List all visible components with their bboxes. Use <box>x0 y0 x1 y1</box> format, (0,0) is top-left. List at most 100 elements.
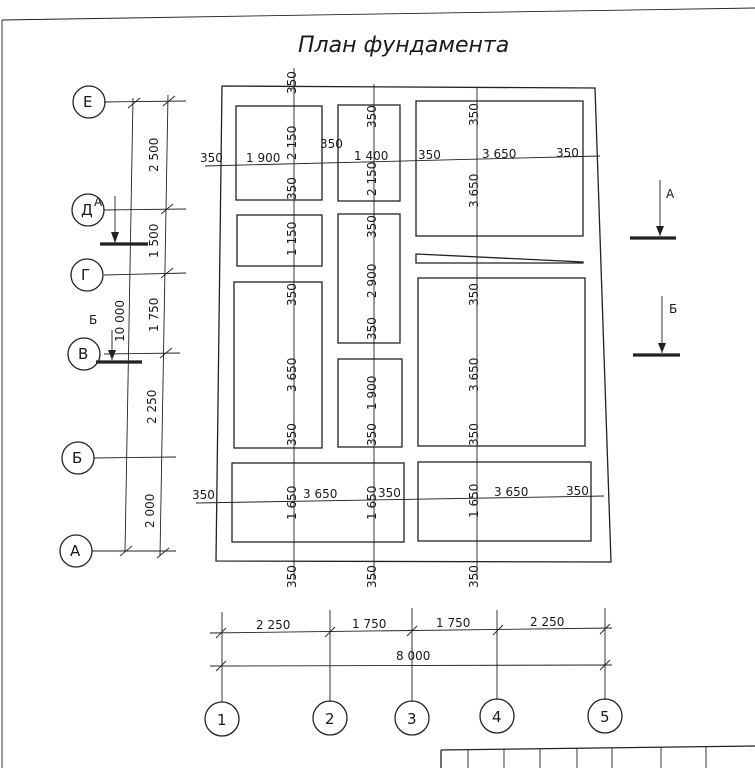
opening-d-1 <box>236 214 323 267</box>
dim-line-row1 <box>204 155 601 167</box>
dim-c2-d: 2 900 <box>365 264 379 298</box>
dim-bottom-3: 1 750 <box>436 616 470 630</box>
opening-e-1 <box>235 105 323 201</box>
opening-d-3-edge <box>415 253 584 264</box>
axis-bubble-b: Б <box>61 441 95 475</box>
dim-c3-d: 3 650 <box>467 358 481 392</box>
dim-bottom-total: 8 000 <box>396 649 430 663</box>
dim-r1-g: 350 <box>556 146 579 160</box>
opening-e-3 <box>415 100 584 237</box>
dim-c2-i: 350 <box>365 565 379 588</box>
left-chain-line <box>159 94 169 557</box>
opening-e-2 <box>337 104 401 202</box>
svg-text:Г: Г <box>81 266 90 284</box>
section-mark-a-right: А <box>630 180 676 240</box>
dim-c1-a: 2 150 <box>285 126 299 160</box>
dim-c1-h: 350 <box>285 565 299 588</box>
svg-text:В: В <box>78 345 88 363</box>
svg-text:Б: Б <box>669 302 677 316</box>
dim-bottom-1: 2 250 <box>256 618 290 632</box>
dim-rb-a: 350 <box>192 488 215 502</box>
dim-left-total: 10 000 <box>113 300 127 342</box>
page-border-top <box>1 7 755 21</box>
drawing-title: План фундамента <box>298 33 509 58</box>
svg-text:А: А <box>94 195 103 209</box>
dim-r1-a: 350 <box>200 151 223 165</box>
svg-text:А: А <box>666 187 675 201</box>
dim-c3-b: 3 650 <box>467 174 481 208</box>
dim-c1-b: 350 <box>285 177 299 200</box>
svg-text:Д: Д <box>81 201 93 219</box>
dim-c3-f: 1 650 <box>467 484 481 518</box>
svg-text:2: 2 <box>325 710 335 728</box>
col-axis-leaders <box>221 608 606 702</box>
dim-r1-f: 3 650 <box>482 147 516 161</box>
dim-c3-c: 350 <box>467 283 481 306</box>
dim-c3-a: 350 <box>467 103 481 126</box>
axis-bubble-d: Д <box>71 193 105 227</box>
svg-text:4: 4 <box>492 708 502 726</box>
axis-bubble-2: 2 <box>312 700 348 736</box>
dim-c1-f: 350 <box>285 423 299 446</box>
dim-rb-c: 350 <box>378 486 401 500</box>
opening-b-2 <box>417 461 592 542</box>
axis-bubble-e: Е <box>72 85 106 119</box>
dim-rb-e: 350 <box>566 484 589 498</box>
dim-c3-g: 350 <box>467 565 481 588</box>
row-axis-leaders <box>92 100 187 552</box>
dim-c3-e: 350 <box>467 423 481 446</box>
dim-r1-e: 350 <box>418 148 441 162</box>
dim-c1-c: 1 150 <box>285 222 299 256</box>
dim-c2-f: 1 900 <box>365 376 379 410</box>
dim-bottom-2: 1 750 <box>352 617 386 631</box>
dim-c2-g: 350 <box>365 423 379 446</box>
axis-bubble-a: А <box>59 534 93 568</box>
dim-c2-a: 350 <box>365 105 379 128</box>
dim-c1-g: 1 650 <box>285 486 299 520</box>
axis-bubble-1: 1 <box>204 701 240 737</box>
dim-c2-h: 1 650 <box>365 486 379 520</box>
section-mark-b-right: Б <box>633 296 680 357</box>
dim-c2-c: 350 <box>365 215 379 238</box>
foundation-outline <box>215 85 612 563</box>
dim-left-3: 1 750 <box>147 298 161 332</box>
svg-text:1: 1 <box>217 711 227 729</box>
opening-g-3 <box>417 277 586 447</box>
dim-c1-e: 3 650 <box>285 358 299 392</box>
opening-v-2 <box>337 358 403 448</box>
dim-r1-d: 1 400 <box>354 149 388 163</box>
axis-bubble-v: В <box>67 337 101 371</box>
svg-text:5: 5 <box>600 708 610 726</box>
dim-bottom-4: 2 250 <box>530 615 564 629</box>
axis-bubble-g: Г <box>70 258 104 292</box>
title-block-stub <box>440 745 755 768</box>
svg-text:3: 3 <box>407 710 417 728</box>
opening-d-2 <box>337 213 401 344</box>
dim-rb-b: 3 650 <box>303 487 337 501</box>
svg-text:Б: Б <box>89 313 97 327</box>
dim-top-350: 350 <box>285 71 299 94</box>
dim-left-5: 2 000 <box>143 494 157 528</box>
dim-rb-d: 3 650 <box>494 485 528 499</box>
svg-text:Б: Б <box>72 449 82 467</box>
dim-c1-d: 350 <box>285 283 299 306</box>
dim-c2-b: 2 150 <box>365 162 379 196</box>
dim-left-2: 1 500 <box>147 224 161 258</box>
svg-text:А: А <box>70 542 81 560</box>
section-mark-a-left: А <box>94 195 148 246</box>
opening-g-1 <box>233 281 323 449</box>
axis-bubble-3: 3 <box>394 700 430 736</box>
axis-bubble-5: 5 <box>587 698 623 734</box>
section-mark-b-left: Б <box>89 313 142 364</box>
svg-text:Е: Е <box>83 93 92 111</box>
dim-line-row-bottom <box>195 495 605 504</box>
dim-left-1: 2 500 <box>147 138 161 172</box>
bottom-total-line <box>209 664 613 667</box>
bottom-chain-line <box>209 627 613 634</box>
dim-left-4: 2 250 <box>145 390 159 424</box>
dim-c2-e: 350 <box>365 317 379 340</box>
axis-bubble-4: 4 <box>479 698 515 734</box>
left-total-line <box>124 97 134 553</box>
dim-r1-b: 1 900 <box>246 151 280 165</box>
